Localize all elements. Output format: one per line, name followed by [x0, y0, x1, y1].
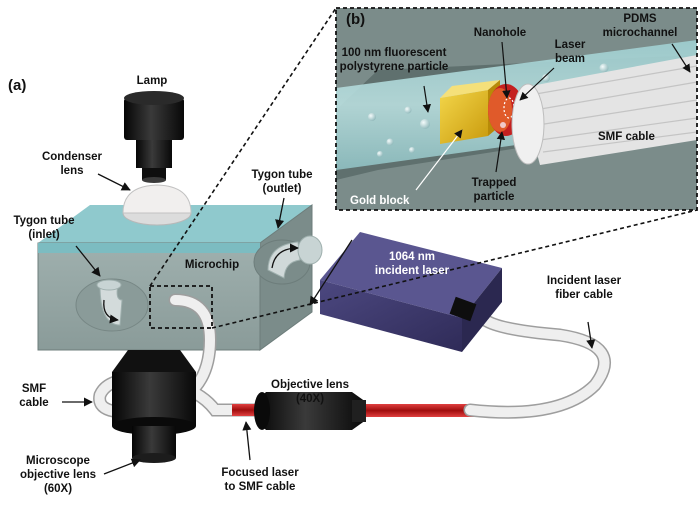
- inset-arrow-gold: [415, 129, 463, 191]
- arrow-tygon-outlet: [275, 197, 285, 229]
- label-laser-beam-1: Laser: [555, 39, 586, 51]
- laser-fiber-red: [366, 404, 476, 417]
- label-condenser-1: Condenser: [42, 151, 103, 163]
- label-incident-laser-2: incident laser: [375, 265, 450, 277]
- main-panel-label: (a): [8, 77, 26, 94]
- label-microscope-1: Microscope: [26, 455, 90, 467]
- chip-pdms-edge: [38, 243, 260, 253]
- label-smf-cable-1: SMF: [22, 383, 46, 395]
- label-incident-fiber-2: fiber cable: [555, 289, 613, 301]
- inset-border: [335, 7, 698, 211]
- label-incident-fiber-1: Incident laser: [547, 275, 622, 287]
- inlet-flow-arrow: [103, 299, 119, 324]
- label-nanohole: Nanohole: [474, 27, 526, 39]
- incident-laser-source: [320, 232, 502, 352]
- label-laser-beam-2: beam: [555, 53, 585, 65]
- arrow-tygon-inlet: [75, 245, 101, 277]
- label-tygon-inlet-2: (inlet): [28, 229, 59, 241]
- condenser-lens: [122, 184, 192, 226]
- label-objective-40x-1: Objective lens: [271, 379, 349, 391]
- label-trapped-particle-2: particle: [474, 191, 515, 203]
- tygon-tube-outlet: [267, 235, 323, 279]
- label-lamp: Lamp: [137, 75, 168, 87]
- label-tygon-outlet-1: Tygon tube: [251, 169, 312, 181]
- inset-arrow-particle: [422, 85, 432, 113]
- arrow-microscope-objective: [103, 458, 141, 475]
- zoom-line-bottom: [211, 209, 698, 329]
- microscope-objective-60x: [112, 350, 196, 463]
- label-condenser-2: lens: [60, 165, 83, 177]
- zoom-region-box: [149, 285, 213, 329]
- objective-lens-40x: [254, 392, 366, 430]
- label-pdms-1: PDMS: [623, 13, 657, 25]
- lamp: [124, 91, 184, 183]
- label-objective-40x-2: (40X): [296, 393, 324, 405]
- inset-panel: (b) 100 nm fluorescent polystyrene parti…: [335, 7, 698, 211]
- arrow-incident-fiber: [586, 321, 596, 349]
- inset-panel-label: (b): [346, 11, 365, 28]
- label-tygon-outlet-2: (outlet): [263, 183, 302, 195]
- label-fluorescent-particle-2: polystyrene particle: [340, 61, 449, 73]
- inset-smf-cable: [511, 55, 698, 165]
- label-pdms-2: microchannel: [603, 27, 678, 39]
- label-smf-cable-inset: SMF cable: [598, 131, 655, 143]
- label-gold-block: Gold block: [350, 195, 410, 207]
- label-incident-laser-1: 1064 nm: [389, 251, 435, 263]
- label-microscope-3: (60X): [44, 483, 72, 495]
- outlet-flow-arrow: [271, 243, 299, 269]
- label-smf-cable-2: cable: [19, 397, 48, 409]
- arrow-incident-laser: [309, 239, 353, 306]
- label-focused-laser-1: Focused laser: [221, 467, 299, 479]
- label-tygon-inlet-1: Tygon tube: [13, 215, 74, 227]
- inset-arrow-laser-beam: [519, 67, 555, 101]
- inset-arrow-pdms: [671, 43, 691, 73]
- label-focused-laser-2: to SMF cable: [225, 481, 296, 493]
- inset-trapped-particle: [500, 122, 506, 128]
- label-microchip: Microchip: [185, 259, 239, 271]
- inset-arrow-nanohole: [501, 41, 511, 99]
- tygon-tube-inlet: [96, 279, 123, 326]
- inset-arrow-trapped: [495, 131, 506, 173]
- label-microscope-2: objective lens: [20, 469, 96, 481]
- label-trapped-particle-1: Trapped: [472, 177, 517, 189]
- chip-top-layer: [38, 205, 312, 243]
- arrow-condenser: [97, 173, 131, 191]
- arrow-focused-laser: [242, 421, 252, 461]
- label-fluorescent-particle-1: 100 nm fluorescent: [342, 47, 447, 59]
